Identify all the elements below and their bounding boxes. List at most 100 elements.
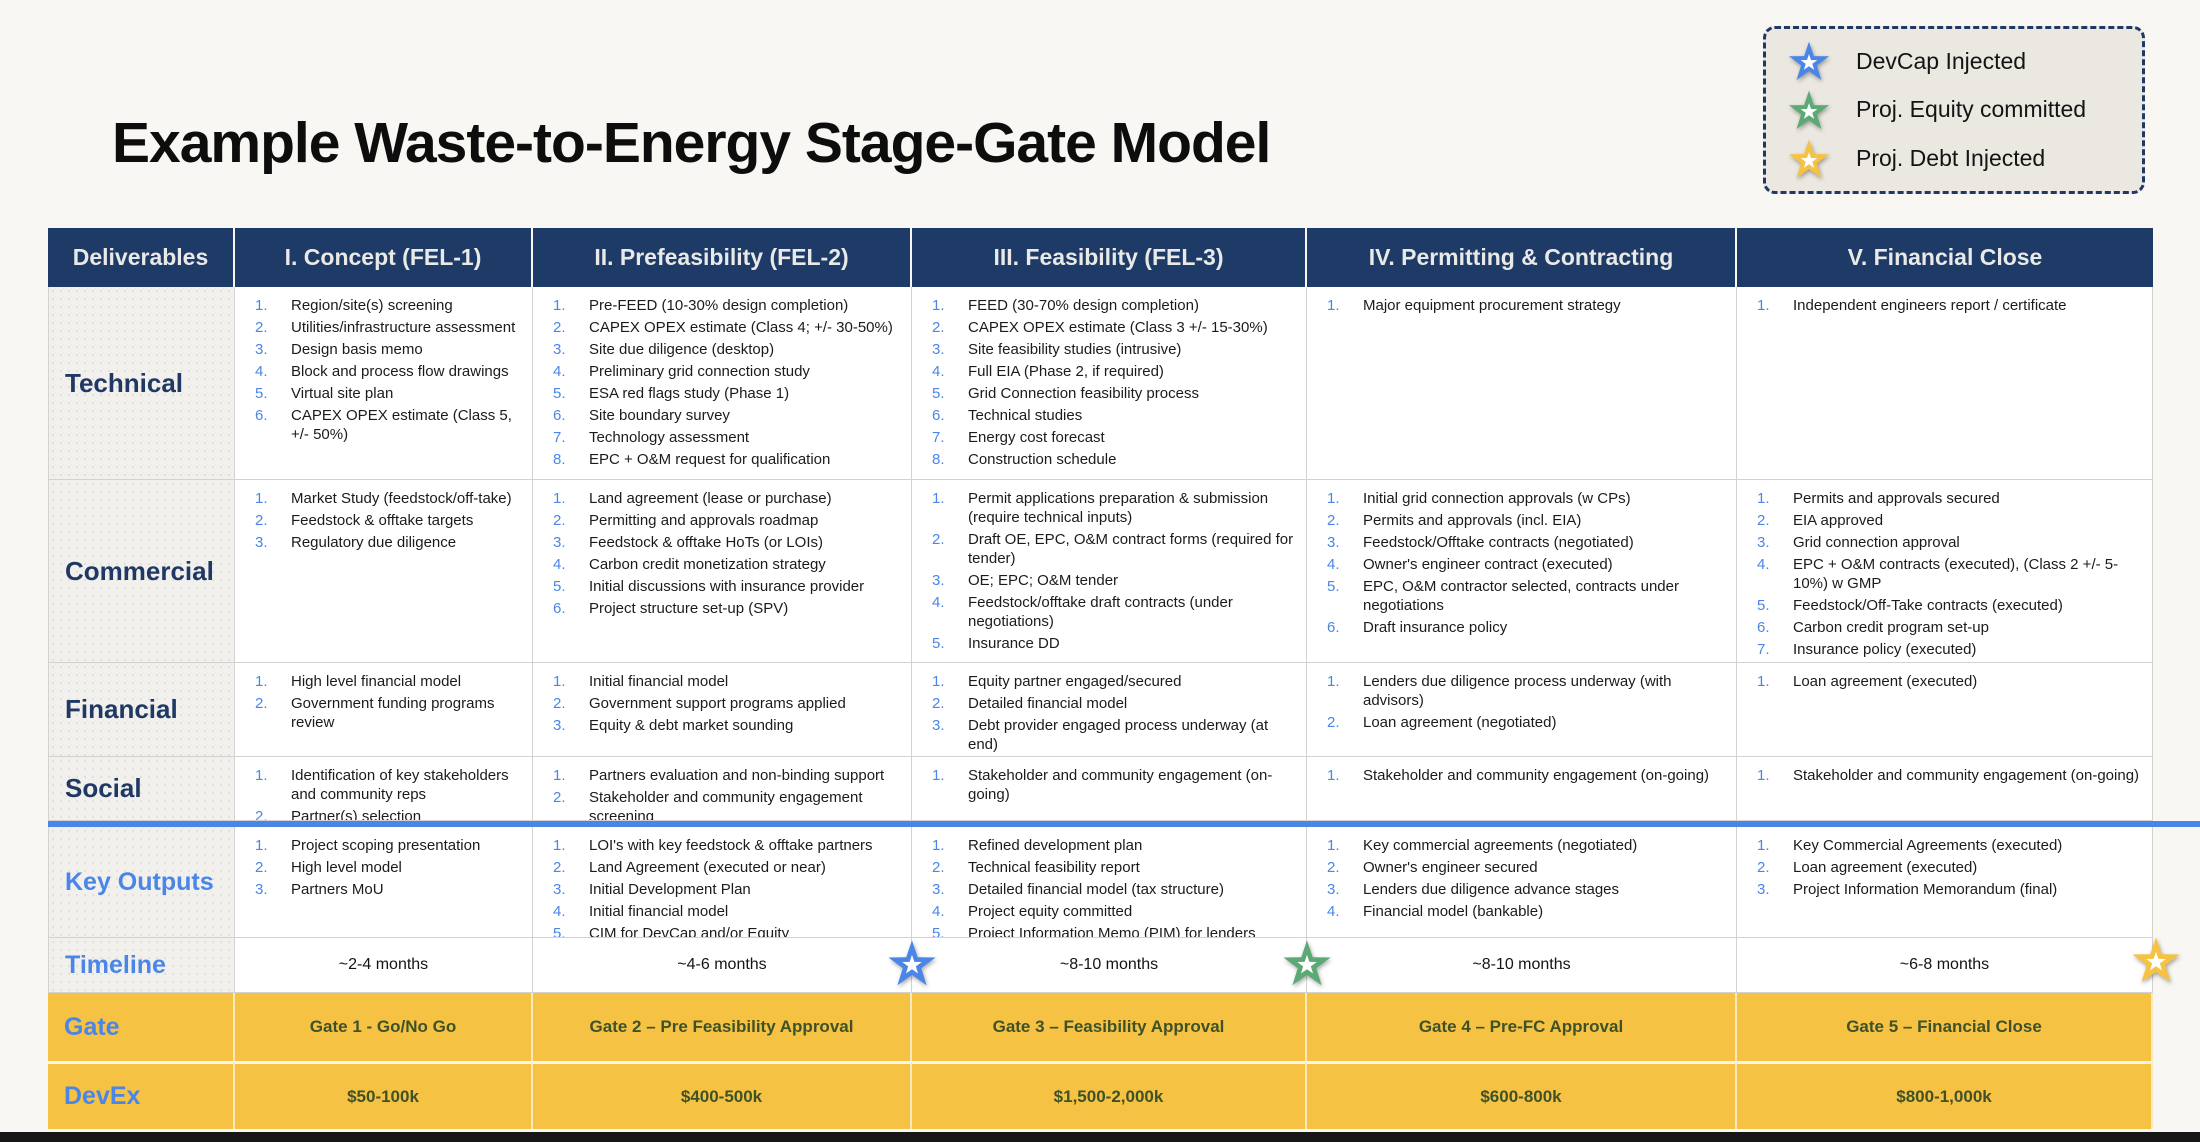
deliverable-cell: Gate 1 - Go/No Go: [235, 993, 533, 1061]
deliverable-cell: 1.Partners evaluation and non-binding su…: [533, 757, 912, 821]
legend-label: Proj. Equity committed: [1856, 96, 2087, 123]
deliverable-item: 2.Government support programs applied: [553, 695, 846, 712]
deliverable-item: 4.Project equity committed: [932, 903, 1133, 920]
deliverable-item: 3.Project Information Memorandum (final): [1757, 881, 2058, 898]
deliverable-cell: 1.High level financial model 2.Government…: [235, 663, 533, 757]
deliverable-item: 5.Virtual site plan: [255, 385, 394, 402]
blue-star-icon: [1786, 38, 1832, 84]
deliverable-item: 4.Owner's engineer contract (executed): [1327, 556, 1613, 573]
deliverable-item: 3.Detailed financial model (tax structur…: [932, 881, 1224, 898]
deliverable-item: 1.Key commercial agreements (negotiated): [1327, 837, 1638, 854]
deliverable-cell: 1.Loan agreement (executed): [1737, 663, 2153, 757]
deliverable-item: 3.Regulatory due diligence: [255, 534, 457, 551]
deliverable-list: 1.Key commercial agreements (negotiated)…: [1307, 827, 1736, 928]
deliverable-item: 1.Partners evaluation and non-binding su…: [553, 767, 885, 784]
deliverable-item: 7.Insurance policy (executed): [1757, 641, 1977, 658]
deliverable-item: 4.Preliminary grid connection study: [553, 363, 810, 380]
deliverable-item: 1.High level financial model: [255, 673, 462, 690]
deliverable-item: 1.Major equipment procurement strategy: [1327, 297, 1621, 314]
row-label-timeline: Timeline: [48, 938, 235, 993]
gate-value: $800-1,000k: [1896, 1086, 1992, 1106]
deliverable-cell: 1.Initial grid connection approvals (w C…: [1307, 480, 1737, 663]
deliverable-cell: ~8-10 months: [1307, 938, 1737, 993]
deliverable-list: 1.Pre-FEED (10-30% design completion)2.C…: [533, 287, 911, 476]
deliverable-cell: $400-500k: [533, 1061, 912, 1129]
deliverable-item: 4.Financial model (bankable): [1327, 903, 1544, 920]
deliverable-item: 2.Loan agreement (negotiated): [1327, 714, 1557, 731]
table-row-devex: DevEx$50-100k $400-500k $1,500-2,000k $600-…: [48, 1061, 2153, 1129]
deliverable-item: 7.Energy cost forecast: [932, 429, 1105, 446]
gate-value: $1,500-2,000k: [1053, 1086, 1164, 1106]
deliverable-list: 1.Major equipment procurement strategy: [1307, 287, 1736, 322]
deliverable-item: 4.Initial financial model: [553, 903, 729, 920]
deliverable-list: 1.Initial grid connection approvals (w C…: [1307, 480, 1736, 644]
deliverable-item: 5.EPC, O&M contractor selected, contract…: [1327, 578, 1679, 614]
timeline-value: ~2-4 months: [338, 956, 429, 973]
deliverable-item: 1.Stakeholder and community engagement (…: [1327, 767, 1710, 784]
deliverable-cell: 1.Market Study (feedstock/off-take)2.Fee…: [235, 480, 533, 663]
legend-label: Proj. Debt Injected: [1856, 145, 2046, 172]
deliverable-item: 5.Initial discussions with insurance pro…: [553, 578, 865, 595]
deliverable-item: 8.EPC + O&M request for qualification: [553, 451, 831, 468]
deliverable-cell: $50-100k: [235, 1061, 533, 1129]
proj-equity-committed-star-icon: [1280, 936, 1334, 995]
deliverable-cell: $800-1,000k: [1737, 1061, 2153, 1129]
gate-value: $400-500k: [680, 1086, 763, 1106]
deliverable-cell: 1.Land agreement (lease or purchase) 2.Pe…: [533, 480, 912, 663]
deliverable-item: 1.Land agreement (lease or purchase): [553, 490, 832, 507]
deliverable-item: 1.FEED (30-70% design completion): [932, 297, 1199, 314]
deliverable-item: 8.Construction schedule: [932, 451, 1117, 468]
deliverable-item: 3.Equity & debt market sounding: [553, 717, 794, 734]
deliverable-item: 2.Permitting and approvals roadmap: [553, 512, 819, 529]
devcap-injected-star-icon: [885, 936, 939, 995]
blue-divider-line: [48, 821, 2200, 827]
deliverable-item: 3.Lenders due diligence advance stages: [1327, 881, 1620, 898]
deliverable-item: 3.Debt provider engaged process underway…: [932, 717, 1269, 753]
timeline-value: ~4-6 months: [677, 956, 767, 973]
deliverable-item: 5.Grid Connection feasibility process: [932, 385, 1199, 402]
deliverable-item: 6.CAPEX OPEX estimate (Class 5, +/- 50%): [255, 407, 512, 443]
yellow-star-icon: [1786, 136, 1832, 182]
deliverable-item: 2.Government funding programs review: [255, 695, 495, 731]
deliverable-item: 2.Feedstock & offtake targets: [255, 512, 474, 529]
deliverable-item: 5.Feedstock/Off-Take contracts (executed…: [1757, 597, 2063, 614]
deliverable-item: 2.Detailed financial model: [932, 695, 1128, 712]
deliverable-list: 1.Market Study (feedstock/off-take)2.Fee…: [235, 480, 532, 559]
row-label-commercial: Commercial: [48, 480, 235, 663]
deliverable-item: 1.Refined development plan: [932, 837, 1143, 854]
deliverable-item: 3.Grid connection approval: [1757, 534, 1960, 551]
deliverable-item: 3.Design basis memo: [255, 341, 423, 358]
gate-value: $600-800k: [1480, 1086, 1562, 1106]
deliverable-item: 3.Feedstock & offtake HoTs (or LOIs): [553, 534, 823, 551]
deliverable-cell: 1.Stakeholder and community engagement (…: [912, 757, 1307, 821]
deliverable-item: 1.Lenders due diligence process underway…: [1327, 673, 1672, 709]
deliverable-cell: 1.Permit applications preparation & subm…: [912, 480, 1307, 663]
deliverable-item: 2.Utilities/infrastructure assessment: [255, 319, 516, 336]
deliverable-cell: ~2-4 months: [235, 938, 533, 993]
deliverable-item: 2.Stakeholder and community engagement s…: [553, 789, 863, 821]
deliverable-item: 4.Block and process flow drawings: [255, 363, 509, 380]
deliverable-cell: ~8-10 months: [912, 938, 1307, 993]
deliverable-item: 2.CAPEX OPEX estimate (Class 4; +/- 30-5…: [553, 319, 893, 336]
deliverable-item: 1.Equity partner engaged/secured: [932, 673, 1182, 690]
column-header: IV. Permitting & Contracting: [1307, 228, 1737, 287]
deliverable-cell: 1.Equity partner engaged/secured 2.Detail…: [912, 663, 1307, 757]
deliverable-item: 2.Partner(s) selection: [255, 808, 422, 821]
deliverable-list: 1.FEED (30-70% design completion)2.CAPEX…: [912, 287, 1306, 476]
deliverable-list: 1.Partners evaluation and non-binding su…: [533, 757, 911, 821]
deliverable-cell: 1.Independent engineers report / certifi…: [1737, 287, 2153, 480]
deliverable-item: 1.Independent engineers report / certifi…: [1757, 297, 2067, 314]
row-label-devex: DevEx: [48, 1061, 235, 1129]
legend-row-equity: Proj. Equity committed: [1786, 86, 2132, 134]
bottom-edge-bar: [0, 1132, 2200, 1142]
